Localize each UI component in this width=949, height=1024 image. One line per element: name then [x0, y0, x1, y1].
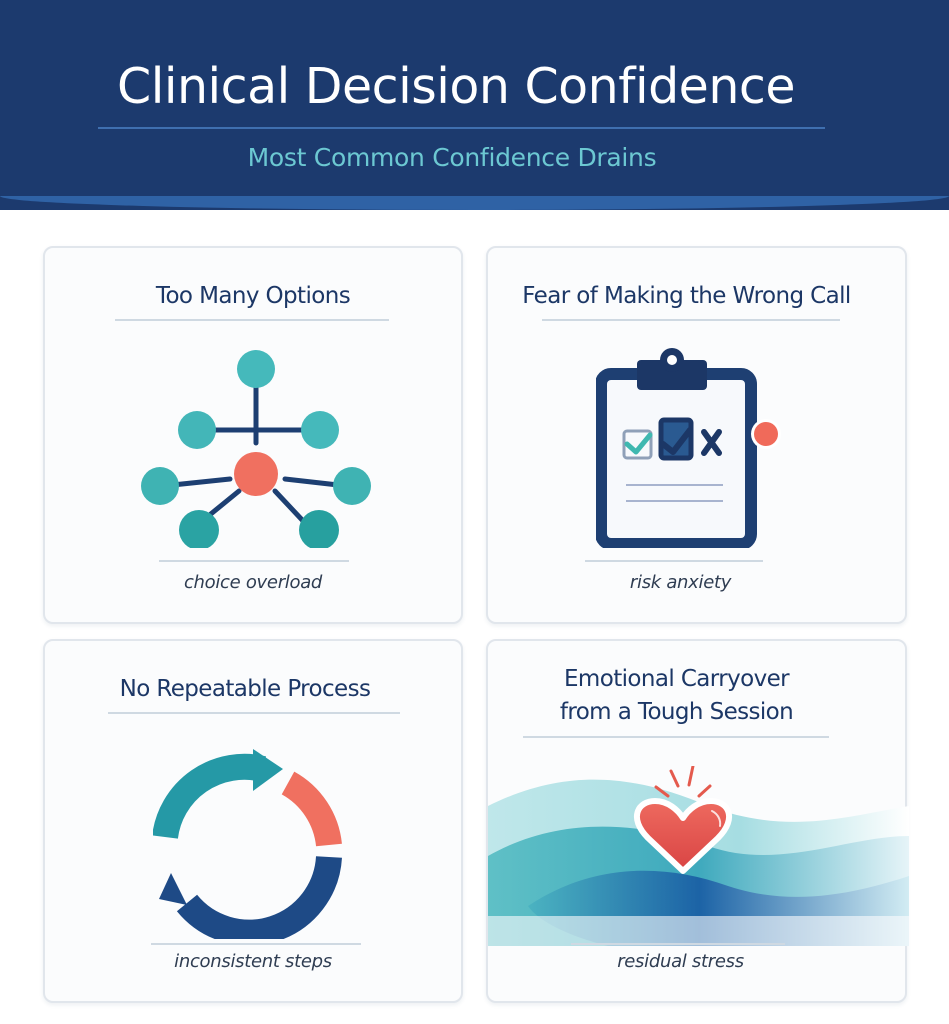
card-title-divider — [542, 319, 840, 321]
header-divider — [98, 127, 825, 129]
card-title-divider — [115, 319, 389, 321]
clipboard-checklist-icon — [596, 348, 781, 548]
page-title: Clinical Decision Confidence — [117, 58, 795, 115]
card-caption: choice overload — [183, 572, 323, 593]
caption-divider — [571, 943, 785, 945]
card-title: No Repeatable Process — [119, 676, 371, 702]
broken-cycle-arrows-icon — [153, 749, 342, 939]
card-title-divider — [108, 712, 400, 714]
header-banner: Clinical Decision Confidence Most Common… — [0, 0, 949, 210]
card-emotional-carryover: Emotional Carryover from a Tough Session — [486, 639, 909, 1003]
card-caption: residual stress — [617, 951, 744, 972]
card-title-line2: from a Tough Session — [559, 699, 794, 725]
heart-on-waves-icon — [488, 766, 909, 946]
network-nodes-icon — [141, 350, 371, 548]
caption-divider — [151, 943, 361, 945]
card-too-many-options: Too Many Options choice overload — [43, 246, 463, 624]
caption-divider — [585, 560, 763, 562]
card-title-divider — [523, 736, 829, 738]
card-title: Too Many Options — [155, 283, 351, 309]
card-title: Fear of Making the Wrong Call — [522, 283, 851, 309]
header-accent-band — [0, 196, 949, 210]
card-no-repeatable-process: No Repeatable Process inconsistent steps — [43, 639, 463, 1003]
card-caption: risk anxiety — [629, 572, 732, 593]
page-subtitle: Most Common Confidence Drains — [247, 143, 657, 172]
caption-divider — [159, 560, 349, 562]
card-fear-wrong-call: Fear of Making the Wrong Call risk anxie… — [486, 246, 907, 624]
card-caption: inconsistent steps — [174, 951, 332, 972]
card-title-line1: Emotional Carryover — [563, 666, 790, 692]
